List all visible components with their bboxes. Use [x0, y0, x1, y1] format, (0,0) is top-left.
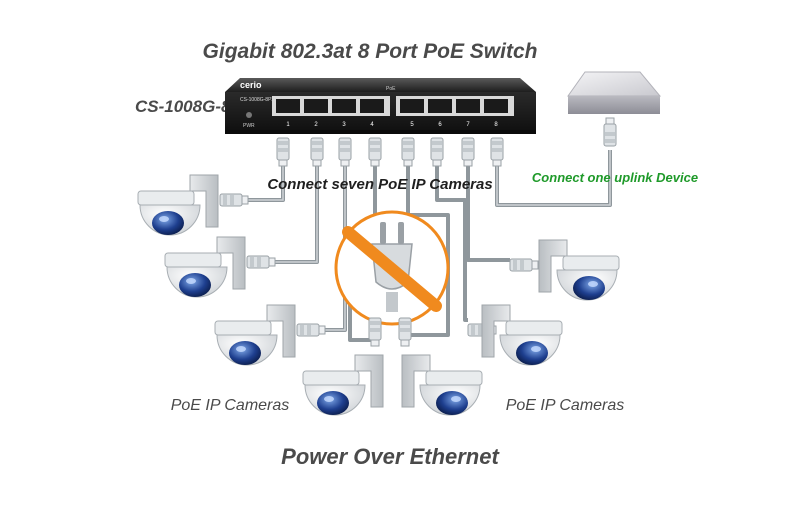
no-power-plug-icon	[334, 210, 450, 326]
port-number-4: 4	[370, 122, 374, 128]
cameras-label: Connect seven PoE IP Cameras	[267, 176, 492, 193]
footer-title: Power Over Ethernet	[281, 444, 500, 469]
port-number-8: 8	[494, 122, 498, 128]
camera-right-3	[467, 305, 562, 365]
pwr-label: PWR	[243, 123, 255, 129]
camera-left-1	[137, 174, 249, 236]
rj45-connector-icons	[276, 137, 504, 167]
uplink-device-icon	[567, 71, 662, 147]
dome-camera-icon	[482, 305, 562, 365]
poe-switch-icon: cerio CS-1008G-8PX PWR PoE 1 2 3 4 5 6 7…	[225, 78, 536, 134]
port-number-3: 3	[342, 122, 346, 128]
camera-left-3	[214, 304, 326, 366]
brand-logo: cerio	[240, 80, 262, 90]
uplink-label: Connect one uplink Device	[532, 170, 698, 185]
port-number-6: 6	[438, 122, 442, 128]
poe-label: PoE	[386, 86, 396, 92]
dome-camera-icon	[539, 240, 619, 300]
left-cameras-label: PoE IP Cameras	[171, 397, 290, 414]
camera-right-1	[509, 240, 619, 300]
dome-camera-icon	[214, 304, 296, 366]
port-number-1: 1	[286, 122, 290, 128]
diagram-title: Gigabit 802.3at 8 Port PoE Switch	[203, 40, 538, 63]
dome-camera-icon	[402, 355, 482, 415]
camera-left-2	[164, 236, 276, 298]
port-number-2: 2	[314, 122, 318, 128]
dome-camera-icon	[137, 174, 219, 236]
switch-small-model: CS-1008G-8PX	[240, 97, 275, 103]
right-cameras-label: PoE IP Cameras	[506, 397, 625, 414]
port-number-7: 7	[466, 122, 470, 128]
port-number-5: 5	[410, 122, 414, 128]
switch-model-label: CS-1008G-8PX	[135, 97, 255, 116]
dome-camera-icon	[302, 354, 384, 416]
dome-camera-icon	[164, 236, 246, 298]
